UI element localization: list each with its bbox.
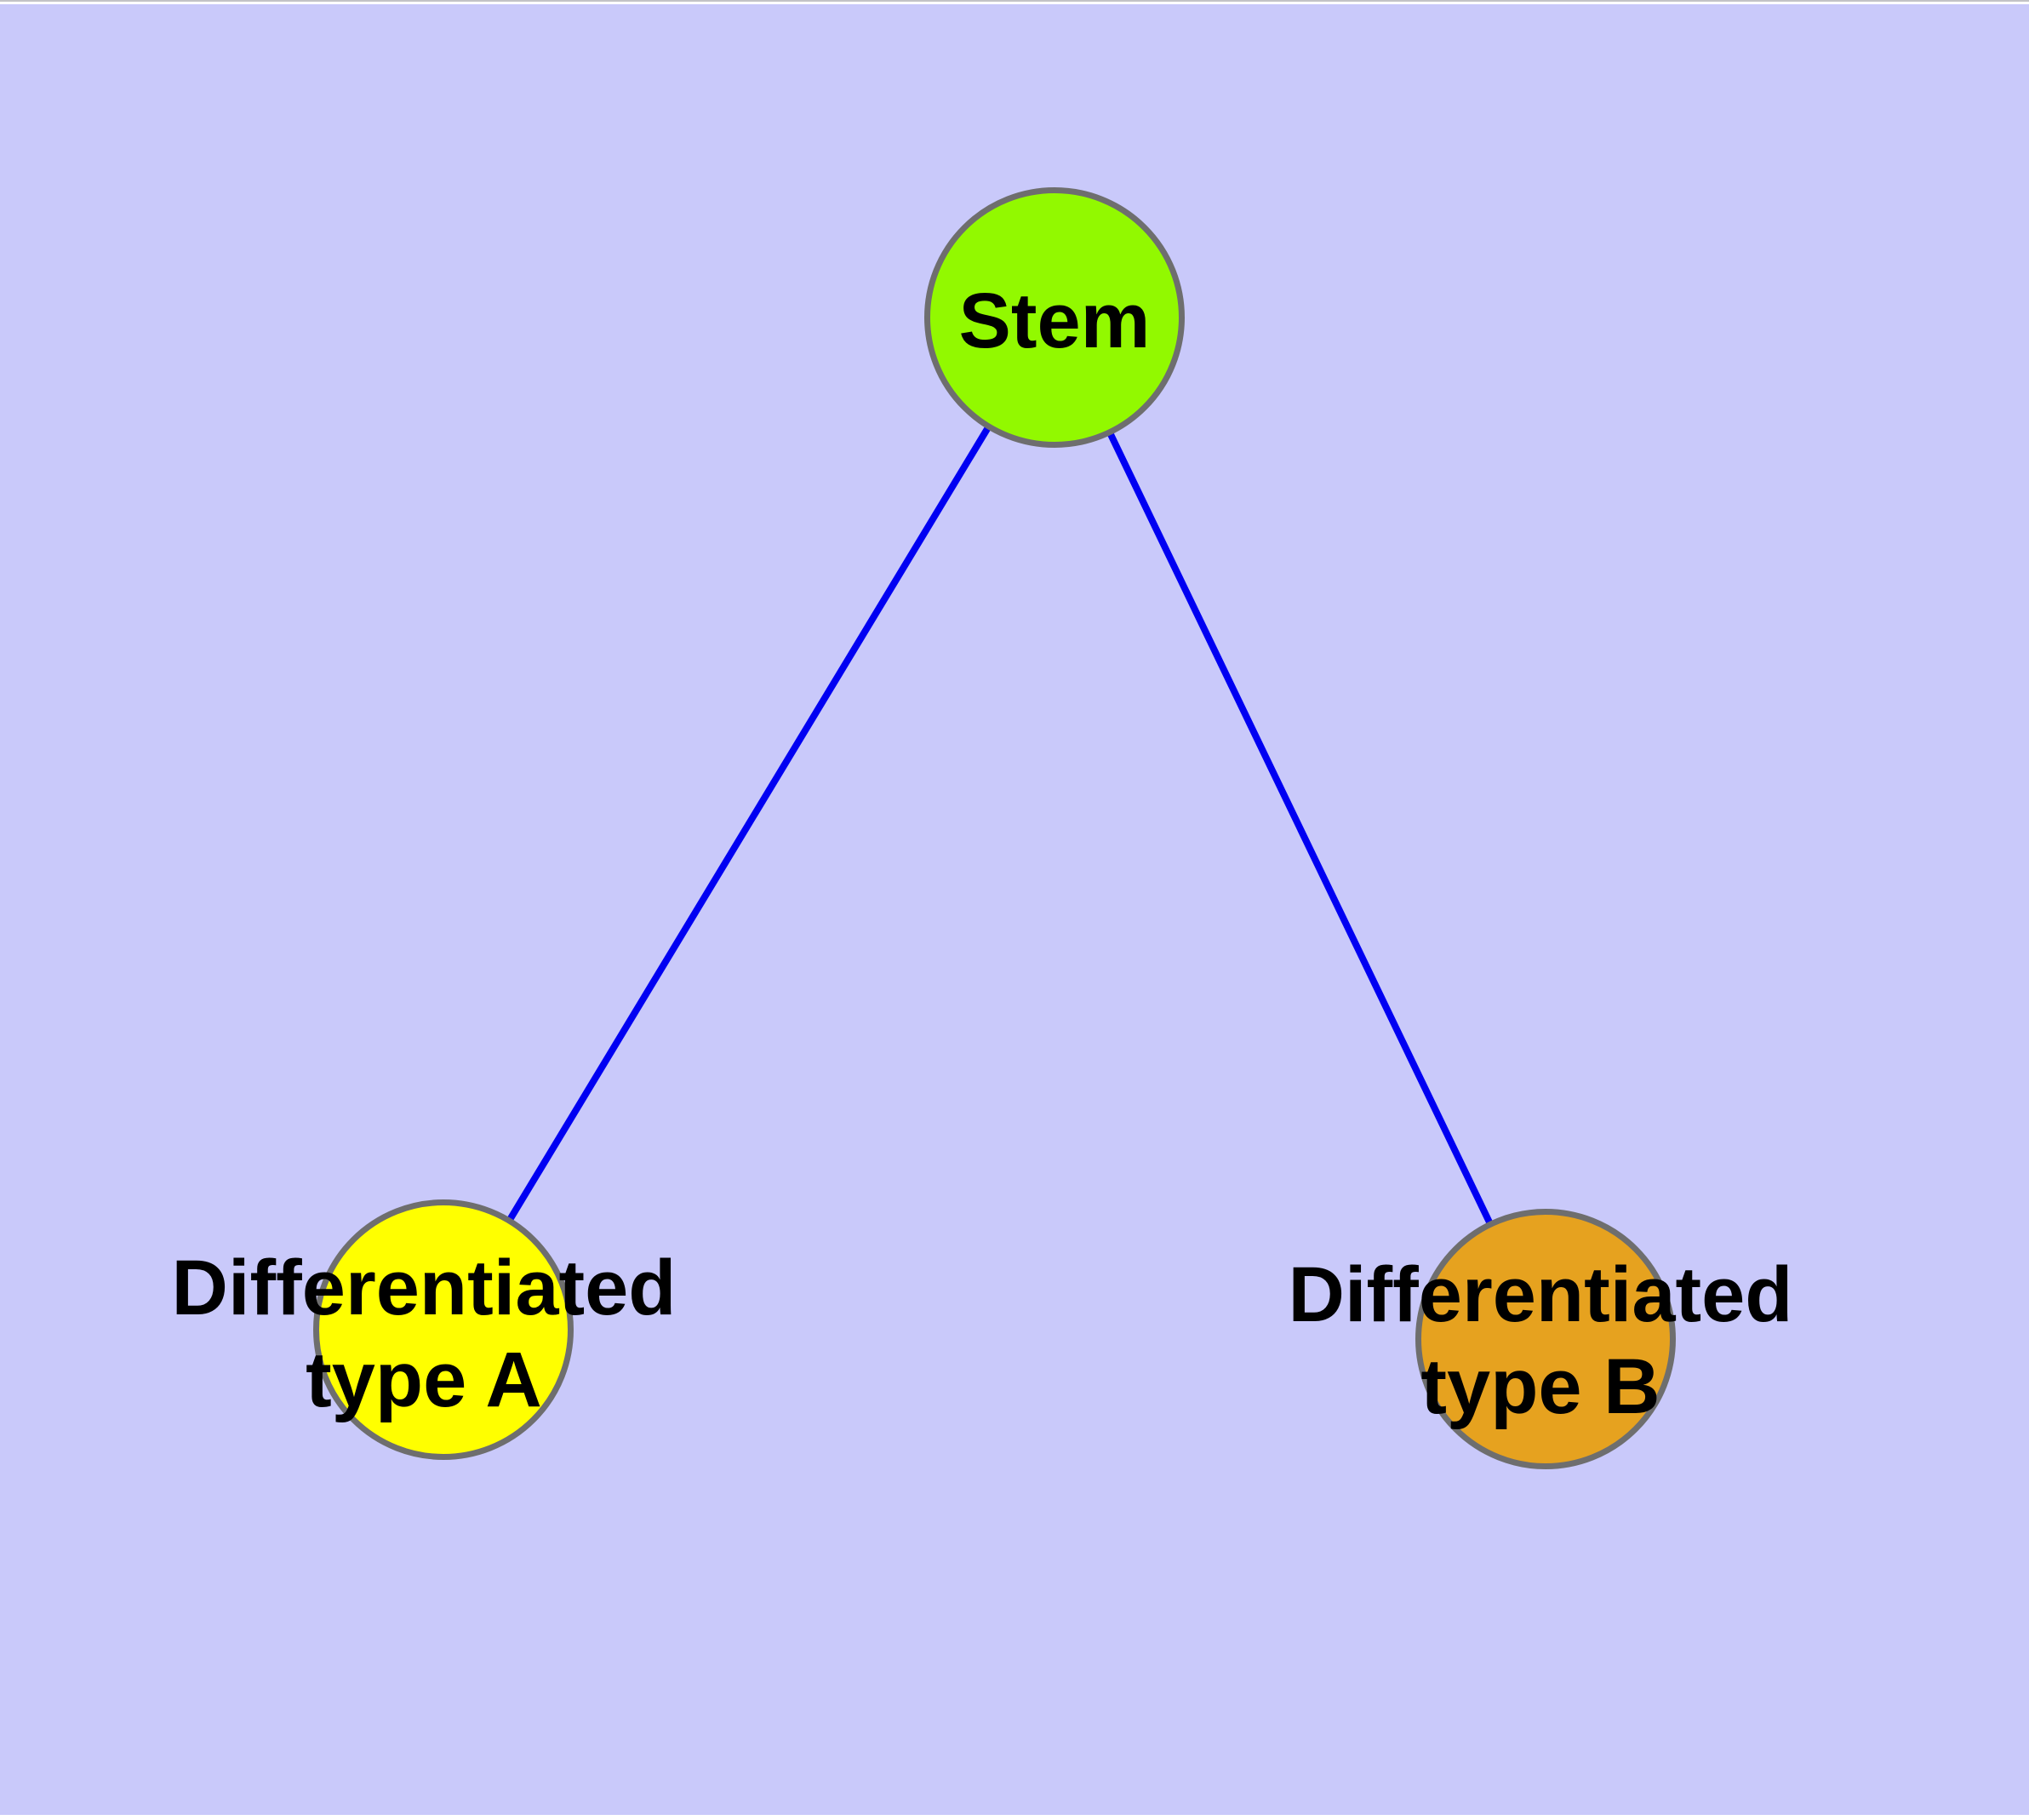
node-stem-label-line: Stem	[958, 278, 1151, 364]
diagram-canvas: Stem Differentiated type A Differentiate…	[0, 4, 2029, 1815]
node-stem-circle	[924, 187, 1185, 448]
page-top-border	[0, 0, 2029, 2]
node-differentiated-type-a-label: Differentiated type A	[172, 1242, 677, 1426]
edges-layer	[440, 315, 1549, 1341]
node-differentiated-type-b-label-line-1: Differentiated	[1288, 1251, 1793, 1338]
node-differentiated-type-b-label: Differentiated type B	[1289, 1249, 1793, 1433]
node-stem-label: Stem	[959, 275, 1151, 367]
edge-stem-to-type-b	[1051, 316, 1549, 1341]
node-differentiated-type-a-label-line-2: type A	[306, 1336, 542, 1423]
edge-stem-to-type-a	[440, 315, 1058, 1332]
node-differentiated-type-a-label-line-1: Differentiated	[171, 1245, 677, 1331]
node-differentiated-type-a-circle	[313, 1199, 574, 1460]
node-differentiated-type-b-label-line-2: type B	[1420, 1343, 1660, 1430]
node-differentiated-type-b-circle	[1415, 1209, 1676, 1469]
